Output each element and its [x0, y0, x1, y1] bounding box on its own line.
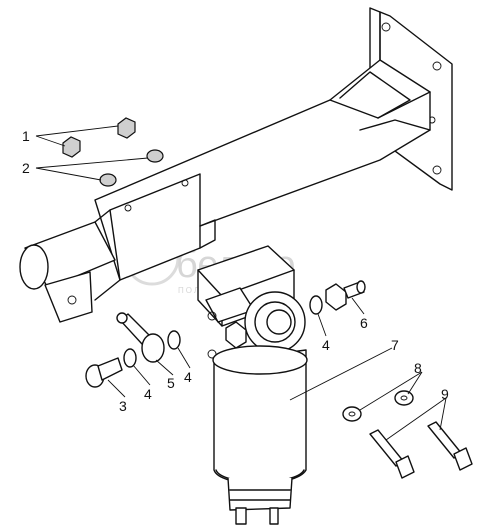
- bracket-arm: [94, 59, 431, 281]
- callout-labels: 1 2 3 4 5 4 4 6 7 8 9: [22, 128, 449, 414]
- callout-3: 3: [119, 398, 127, 414]
- callout-5: 5: [167, 375, 175, 391]
- callout-4b: 4: [184, 369, 192, 385]
- callout-9: 9: [441, 386, 449, 402]
- callout-1: 1: [22, 128, 30, 144]
- callout-8: 8: [414, 360, 422, 376]
- filter-head: [197, 245, 306, 359]
- callout-6: 6: [360, 315, 368, 331]
- callout-4a: 4: [144, 386, 152, 402]
- callout-2: 2: [22, 160, 30, 176]
- bolts-part-9: [369, 421, 473, 479]
- bracket-cylinder: [19, 209, 121, 323]
- callout-4c: 4: [322, 337, 330, 353]
- callout-7: 7: [391, 337, 399, 353]
- bracket-bolt-holes: [124, 179, 189, 212]
- leader-lines: [35, 125, 447, 441]
- banjo-bolt-part-3: [85, 357, 123, 388]
- sealing-washers-part-4: [123, 295, 323, 368]
- filter-canister-part-7: [212, 345, 308, 525]
- banjo-fitting-part-5: [116, 312, 165, 363]
- union-fitting-part-6: [325, 280, 366, 311]
- nut-part-1: [62, 117, 136, 158]
- washer-part-8: [342, 390, 414, 422]
- washer-part-2: [99, 149, 164, 187]
